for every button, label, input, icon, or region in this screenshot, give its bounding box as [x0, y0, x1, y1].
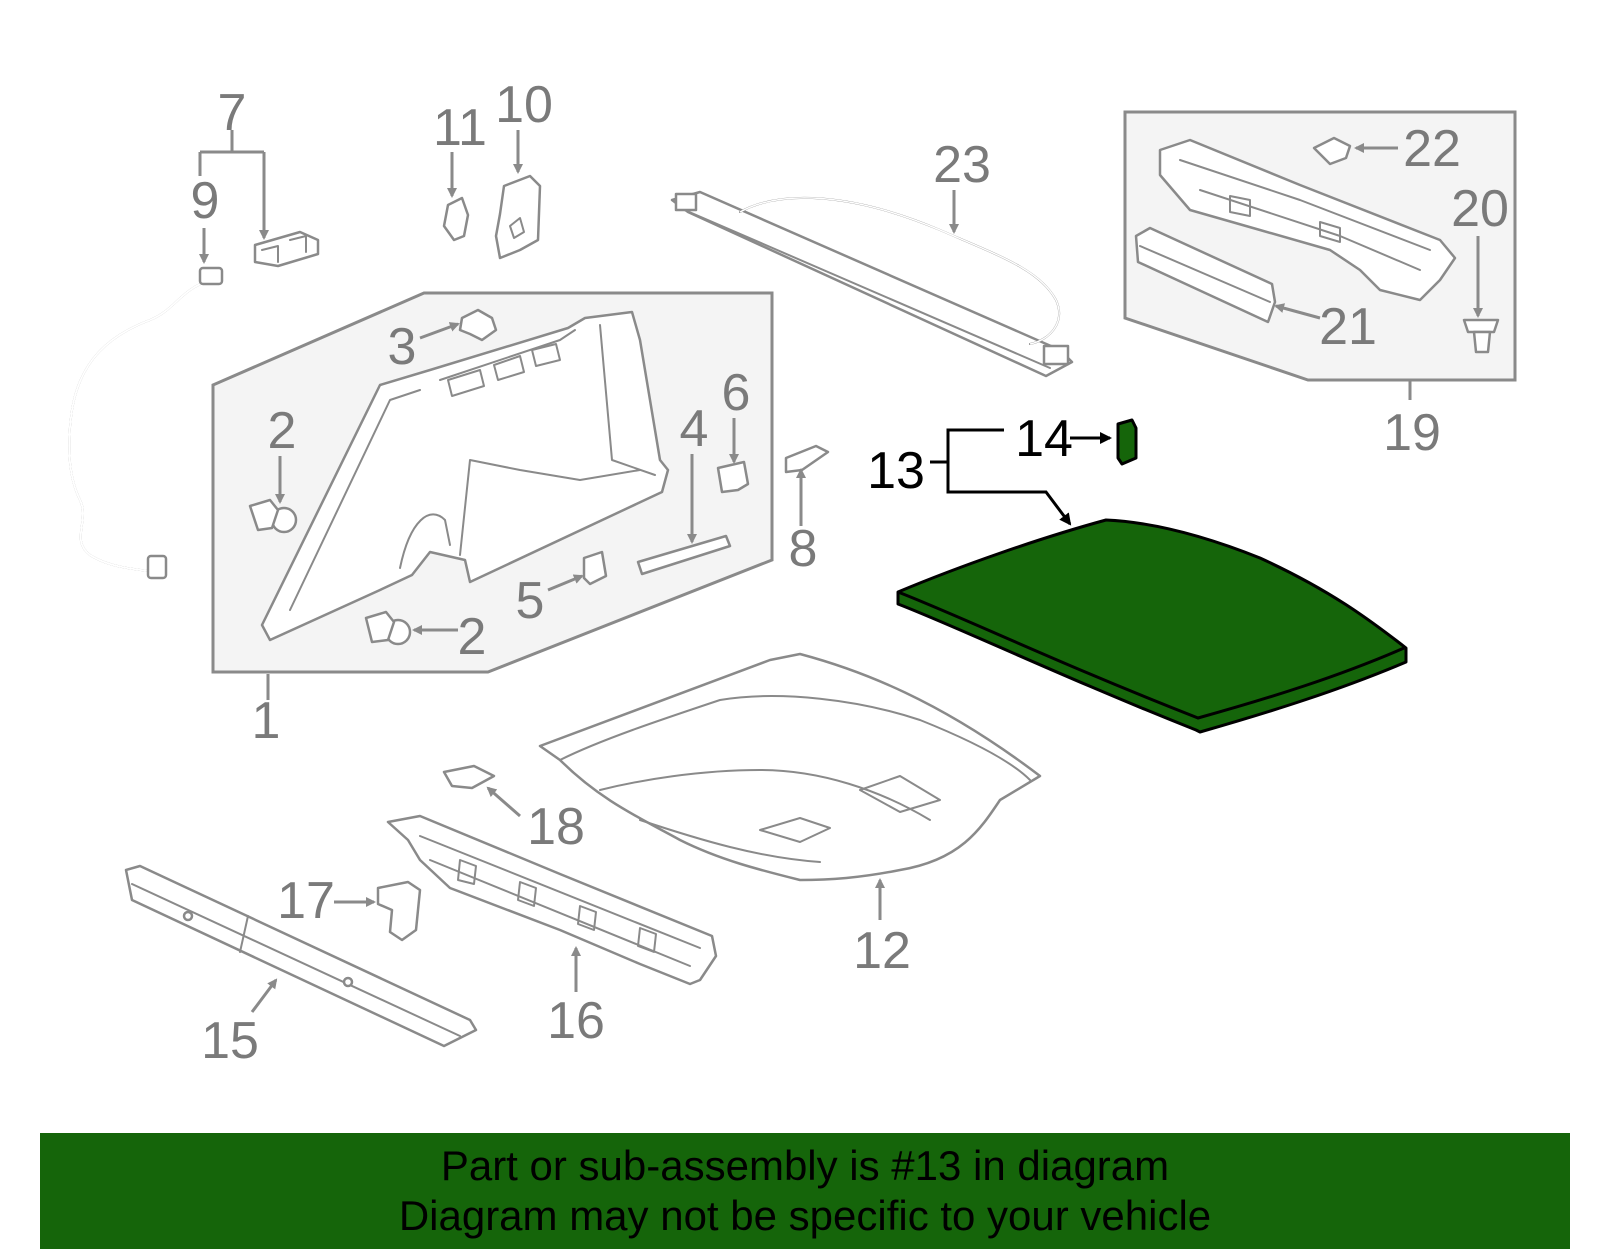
- label-12: 12: [853, 922, 911, 980]
- label-1: 1: [252, 692, 281, 750]
- part-15-sill-plate[interactable]: [124, 864, 478, 1048]
- label-10: 10: [495, 76, 553, 134]
- part-5-clip[interactable]: [582, 550, 608, 586]
- label-23: 23: [933, 136, 991, 194]
- part-4-strip[interactable]: [636, 534, 732, 576]
- label-22: 22: [1403, 120, 1461, 178]
- part-13-trunk-floor-cover[interactable]: [896, 518, 1408, 734]
- part-11-grommet[interactable]: [442, 196, 470, 242]
- part-20-push-pin[interactable]: [1462, 318, 1500, 354]
- part-19-rear-panel[interactable]: [1158, 138, 1457, 302]
- label-6: 6: [722, 364, 751, 422]
- label-2b: 2: [458, 608, 487, 666]
- label-15: 15: [201, 1012, 259, 1070]
- part-14-clip[interactable]: [1116, 418, 1138, 466]
- part-2-push-pin-a[interactable]: [248, 498, 298, 534]
- label-3: 3: [388, 318, 417, 376]
- label-13: 13: [867, 442, 925, 500]
- part-22-clip[interactable]: [1312, 136, 1352, 166]
- label-2a: 2: [268, 402, 297, 460]
- label-5: 5: [516, 572, 545, 630]
- label-4: 4: [680, 400, 709, 458]
- label-19: 19: [1383, 404, 1441, 462]
- callout-labels: 7 9 11 10 3 2 2 4 5 6 8 1 23 22 20 21 19…: [191, 76, 1509, 1070]
- part-3-clip[interactable]: [458, 308, 498, 342]
- label-7: 7: [218, 84, 247, 142]
- leader-lines: [198, 130, 1483, 1013]
- part-9-wiring-harness[interactable]: [68, 266, 224, 580]
- part-8-clip[interactable]: [784, 444, 830, 474]
- part-6-clip[interactable]: [716, 460, 750, 494]
- part-23-tonneau-rail[interactable]: [670, 190, 1074, 378]
- banner-line-1: Part or sub-assembly is #13 in diagram: [440, 1142, 1170, 1189]
- label-16: 16: [547, 992, 605, 1050]
- parts-diagram: 7 9 11 10 3 2 2 4 5 6 8 1 23 22 20 21 19…: [68, 76, 1517, 1070]
- part-2-push-pin-b[interactable]: [364, 610, 412, 646]
- part-10-cover[interactable]: [494, 174, 542, 260]
- info-banner: Part or sub-assembly is #13 in diagram D…: [40, 1133, 1570, 1249]
- banner-line-2: Diagram may not be specific to your vehi…: [398, 1192, 1212, 1239]
- part-1-quarter-trim-panel[interactable]: [260, 310, 670, 642]
- part-18-clip[interactable]: [442, 764, 496, 790]
- part-16-rear-panel-reinforcement[interactable]: [386, 814, 718, 986]
- label-11: 11: [433, 99, 487, 157]
- label-9: 9: [191, 172, 220, 230]
- label-17: 17: [277, 872, 335, 930]
- label-20: 20: [1451, 180, 1509, 238]
- label-14: 14: [1015, 410, 1073, 468]
- part-12-spare-tire-well[interactable]: [538, 652, 1042, 882]
- label-8: 8: [789, 520, 818, 578]
- part-17-bracket[interactable]: [376, 880, 422, 942]
- part-21-reinforcement[interactable]: [1134, 226, 1277, 324]
- label-21: 21: [1319, 298, 1377, 356]
- label-18: 18: [527, 798, 585, 856]
